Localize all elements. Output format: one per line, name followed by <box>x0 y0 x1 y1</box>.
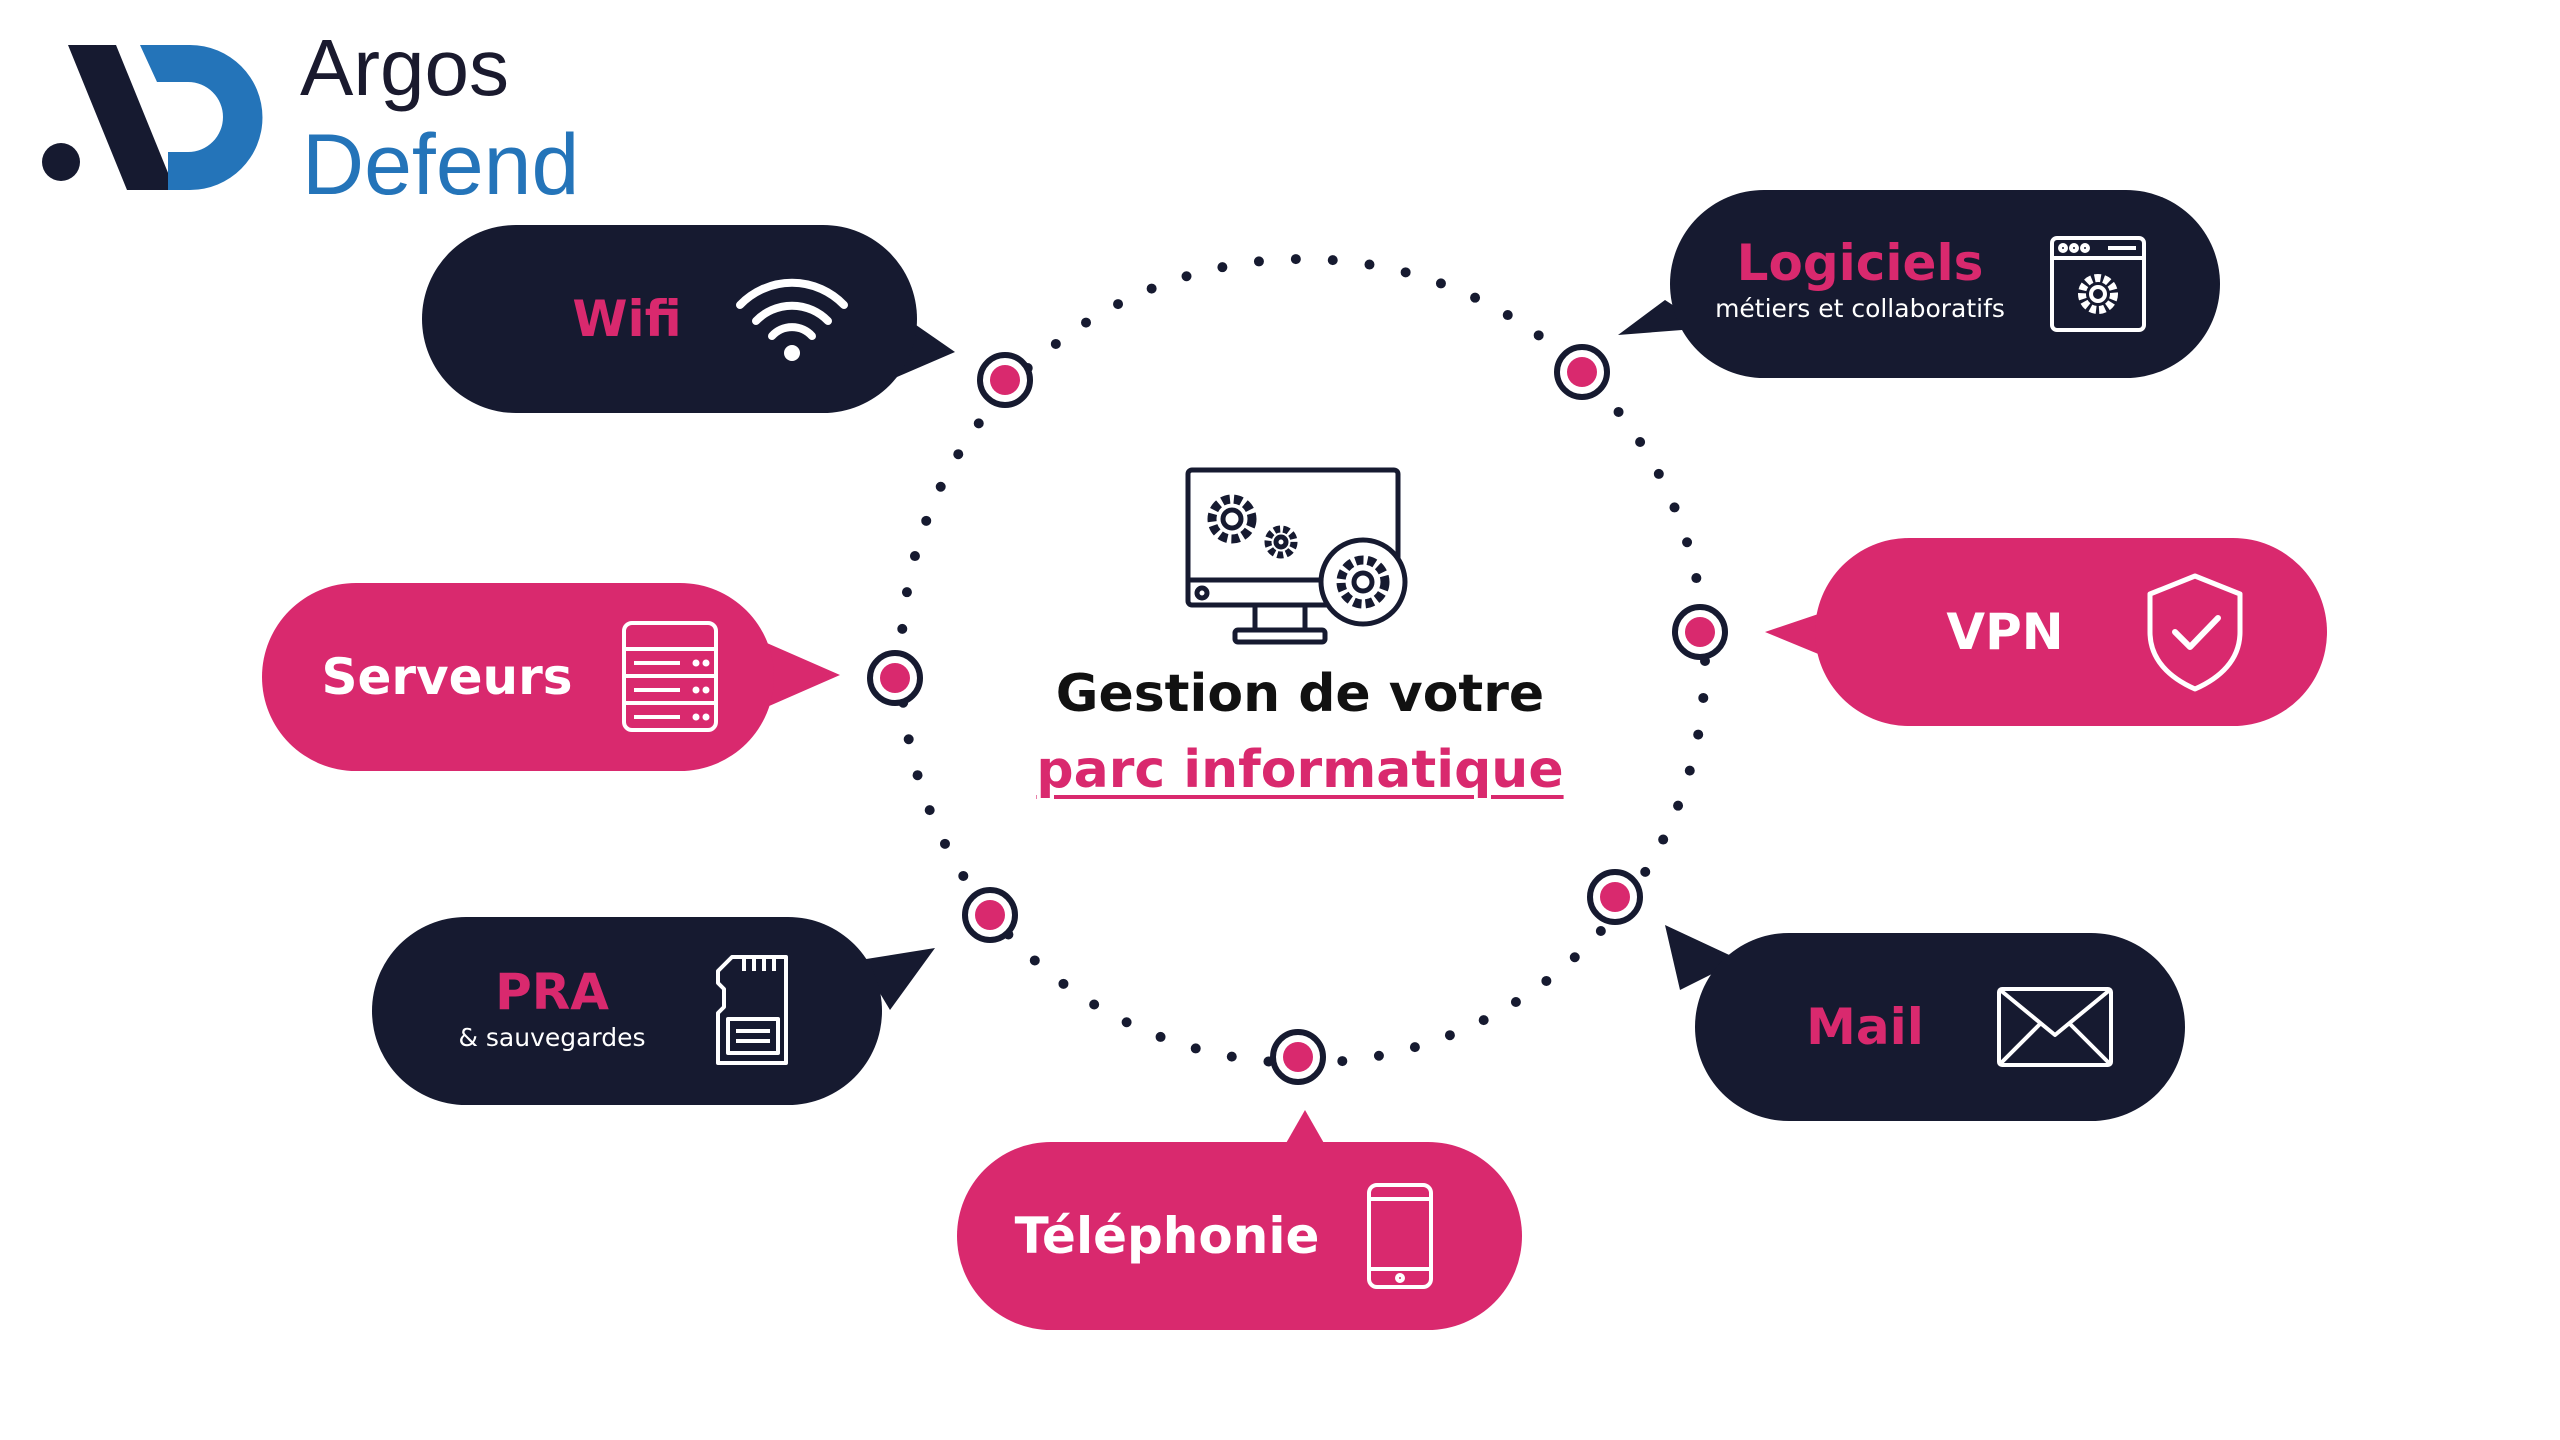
bubble-telephonie-text: Téléphonie <box>997 1211 1337 1261</box>
tail-pra <box>860 948 935 1010</box>
tail-mail <box>1665 925 1740 990</box>
sd-card-icon <box>716 955 788 1065</box>
server-icon <box>622 621 718 732</box>
logo-text-argos: Argos <box>300 23 509 112</box>
node-logiciels <box>1554 344 1610 400</box>
computer-gears-icon <box>1185 467 1408 645</box>
node-telephonie <box>1270 1029 1326 1085</box>
node-serveurs <box>867 650 923 706</box>
logo-mark <box>42 45 263 190</box>
tail-telephonie <box>1285 1110 1325 1145</box>
bubble-vpn-text: VPN <box>1865 607 2145 657</box>
bubble-vpn-title: VPN <box>1946 603 2064 661</box>
bubble-pra-title: PRA <box>495 963 609 1021</box>
software-window-icon <box>2050 236 2146 332</box>
bubble-pra-subtitle: & sauvegardes <box>458 1023 646 1052</box>
center-subtitle: parc informatique <box>1036 740 1564 800</box>
node-vpn <box>1672 604 1728 660</box>
bubble-pra-text: PRA & sauvegardes <box>452 967 652 1050</box>
bubble-mail: Mail <box>1695 933 2185 1121</box>
shield-check-icon <box>2147 573 2243 692</box>
bubble-mail-text: Mail <box>1765 1002 1965 1052</box>
wifi-icon <box>736 278 848 361</box>
bubble-mail-title: Mail <box>1806 998 1924 1056</box>
bubble-logiciels-subtitle: métiers et collaboratifs <box>1715 294 2005 323</box>
bubble-vpn: VPN <box>1815 538 2327 726</box>
envelope-icon <box>1997 987 2113 1067</box>
bubble-serveurs-title: Serveurs <box>321 648 573 706</box>
bubble-logiciels: Logiciels métiers et collaboratifs <box>1670 190 2220 378</box>
node-pra <box>962 887 1018 943</box>
bubble-serveurs: Serveurs <box>262 583 774 771</box>
bubble-logiciels-text: Logiciels métiers et collaboratifs <box>1715 238 2005 321</box>
logo-text-defend: Defend <box>302 117 580 213</box>
bubble-pra: PRA & sauvegardes <box>372 917 882 1105</box>
smartphone-icon <box>1367 1183 1433 1289</box>
bubble-wifi-title: Wifi <box>572 290 682 348</box>
bubble-serveurs-text: Serveurs <box>302 652 592 702</box>
bubble-wifi-text: Wifi <box>512 294 742 344</box>
tail-serveurs <box>760 640 840 710</box>
node-mail <box>1587 869 1643 925</box>
center-title: Gestion de votre <box>1055 664 1545 724</box>
bubble-telephonie: Téléphonie <box>957 1142 1522 1330</box>
node-wifi <box>977 352 1033 408</box>
bubble-wifi: Wifi <box>422 225 917 413</box>
bubble-logiciels-title: Logiciels <box>1736 234 1984 292</box>
bubble-telephonie-title: Téléphonie <box>1014 1207 1320 1265</box>
